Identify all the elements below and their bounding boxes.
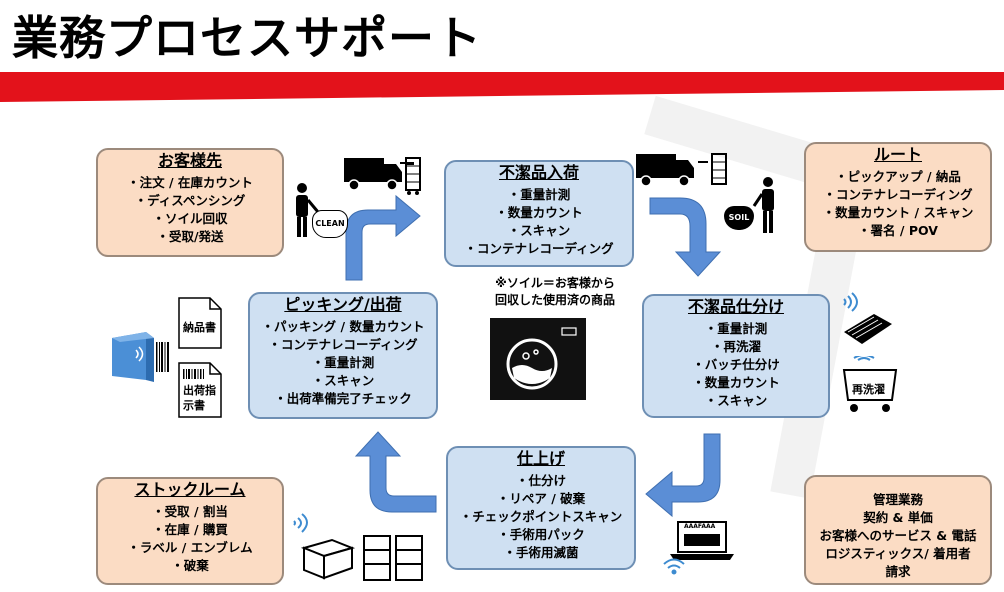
finishing-box: 仕上げ 仕分け リペア / 破棄 チェックポイントスキャン 手術用パック 手術用… [446,446,636,570]
finishing-item: 手術用パック [448,526,634,544]
route-heading: ルート [873,145,922,164]
shipping-instruction-line: 出荷指 [183,384,216,397]
truck-icon [636,153,727,187]
person-icon [296,183,320,237]
management-line: お客様へのサービス & 電話 [819,528,977,543]
soil-bag-icon: SOIL [724,206,754,230]
rewash-cart-label: 再洗濯 [852,383,885,396]
cart-rack-icon [405,157,421,195]
stockroom-box: ストックルーム 受取 / 割当 在庫 / 購買 ラベル / エンブレム 破棄 [96,477,284,585]
document-icon [178,362,222,418]
page-title: 業務プロセスサポート [12,11,482,65]
picking-heading: ピッキング/出荷 [284,295,402,314]
route-item: 数量カウント / スキャン [806,204,990,222]
route-item: 署名 / POV [806,222,990,240]
route-item: コンテナレコーディング [806,186,990,204]
picking-box: ピッキング/出荷 パッキング / 数量カウント コンテナレコーディング 重量計測… [248,292,438,419]
finishing-item: 仕分け [448,472,634,490]
stockroom-heading: ストックルーム [134,480,246,499]
wifi-icon [853,356,875,361]
management-line: 管理業務 [872,492,923,507]
finishing-item: リペア / 破棄 [448,490,634,508]
shipping-instruction-line: 示書 [183,399,205,412]
barcode-icon [183,369,204,379]
delivery-note-label: 納品書 [183,321,216,334]
customer-item: 受取/発送 [98,228,282,246]
sorting-item: 数量カウント [644,374,828,392]
sorting-item: スキャン [644,392,828,410]
title-underline [0,72,1004,102]
customer-item: ディスペンシング [98,192,282,210]
truck-icon [344,158,414,191]
document-icon [178,297,222,349]
route-item: ピックアップ / 納品 [806,168,990,186]
picking-item: 出荷準備完了チェック [250,390,436,408]
person-icon [752,177,774,233]
cart-icon [842,356,898,412]
receiving-box: 不潔品入荷 重量計測 数量カウント スキャン コンテナレコーディング [444,160,634,267]
stockroom-item: 破棄 [98,557,282,575]
sorting-item: バッチ仕分け [644,356,828,374]
arrow-receiving-to-sorting [649,197,722,277]
receiving-item: コンテナレコーディング [446,240,632,258]
arrow-sorting-to-finishing [645,433,721,518]
shelf-icon [363,535,423,581]
arrow-picking-to-receiving [345,194,421,281]
stockroom-item: ラベル / エンブレム [98,539,282,557]
receiving-item: 数量カウント [446,204,632,222]
laptop-icon [663,521,734,575]
sorting-item: 再洗濯 [644,338,828,356]
washer-icon [490,318,586,400]
management-line: 契約 & 単価 [863,510,933,525]
customer-item: ソイル回収 [98,210,282,228]
receiving-item: スキャン [446,222,632,240]
box-icon [300,538,356,580]
soil-note-line: ※ソイル＝お客様から [495,276,615,290]
finishing-heading: 仕上げ [516,449,565,468]
management-line: 請求 [885,564,911,579]
soil-note-line: 回収した使用済の商品 [494,293,615,307]
clean-bag-icon: CLEAN [312,210,348,238]
cabinet-icon [112,332,169,382]
soil-note: ※ソイル＝お客様から 回収した使用済の商品 [460,275,650,309]
route-box: ルート ピックアップ / 納品 コンテナレコーディング 数量カウント / スキャ… [804,142,992,252]
customer-heading: お客様先 [157,151,222,170]
management-box: 管理業務 契約 & 単価 お客様へのサービス & 電話 ロジスティックス/ 着用… [804,475,992,585]
shipping-instruction-label: 出荷指 示書 [183,383,216,413]
finishing-item: 手術用滅菌 [448,544,634,562]
sorting-heading: 不潔品仕分け [687,297,784,316]
sorting-box: 不潔品仕分け 重量計測 再洗濯 バッチ仕分け 数量カウント スキャン [642,294,830,418]
picking-item: スキャン [250,372,436,390]
sorting-item: 重量計測 [644,320,828,338]
customer-item: 注文 / 在庫カウント [98,174,282,192]
stockroom-item: 在庫 / 購買 [98,521,282,539]
picking-item: 重量計測 [250,354,436,372]
wifi-icon [293,513,308,533]
scanner-tray-icon [843,292,892,344]
stockroom-icons [293,513,423,581]
receiving-item: 重量計測 [446,186,632,204]
picking-item: コンテナレコーディング [250,336,436,354]
management-line: ロジスティックス/ 着用者 [825,546,971,561]
picking-item: パッキング / 数量カウント [250,318,436,336]
arrow-finishing-to-picking [354,431,437,513]
laptop-screen-label: AAAFAAA [684,523,716,530]
finishing-item: チェックポイントスキャン [448,508,634,526]
customer-box: お客様先 注文 / 在庫カウント ディスペンシング ソイル回収 受取/発送 [96,148,284,257]
stockroom-item: 受取 / 割当 [98,503,282,521]
wifi-icon [843,292,858,312]
receiving-heading: 不潔品入荷 [498,163,579,182]
wifi-icon [663,558,685,575]
